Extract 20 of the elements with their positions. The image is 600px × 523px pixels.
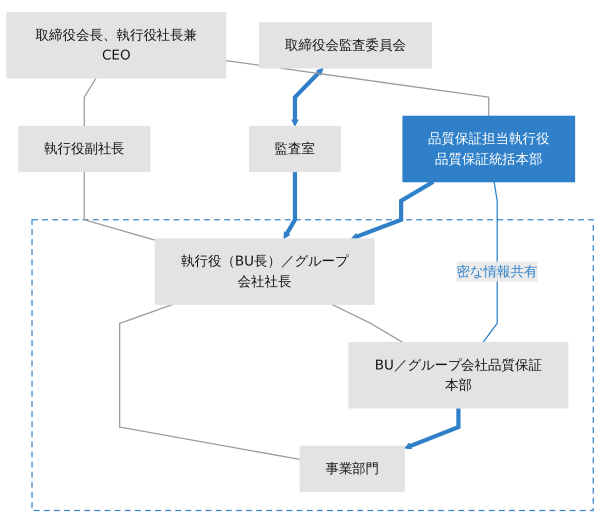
arrow	[284, 172, 298, 240]
connector	[226, 60, 490, 116]
node-box: BU／グループ会社品質保証本部	[348, 342, 568, 409]
connector	[482, 182, 498, 343]
node-box: 取締役会長、執行役社長兼CEO	[6, 12, 226, 79]
node-box: 品質保証担当執行役 品質保証統括本部	[402, 116, 576, 182]
arrow	[404, 408, 461, 450]
connector	[119, 304, 300, 460]
node-box: 取締役会監査委員会	[259, 22, 432, 69]
connector	[84, 78, 97, 126]
node-box: 監査室	[249, 126, 341, 172]
arrow	[350, 180, 434, 240]
cluster	[31, 219, 594, 512]
node-box: 執行役副社長	[18, 126, 150, 172]
connector	[84, 172, 156, 241]
node-box: 事業部門	[300, 446, 405, 492]
edge-label: 密な情報共有	[456, 263, 538, 280]
node-box: 執行役（BU長）／グループ会社社長	[154, 238, 375, 305]
arrow	[291, 68, 324, 127]
connector	[332, 304, 404, 343]
